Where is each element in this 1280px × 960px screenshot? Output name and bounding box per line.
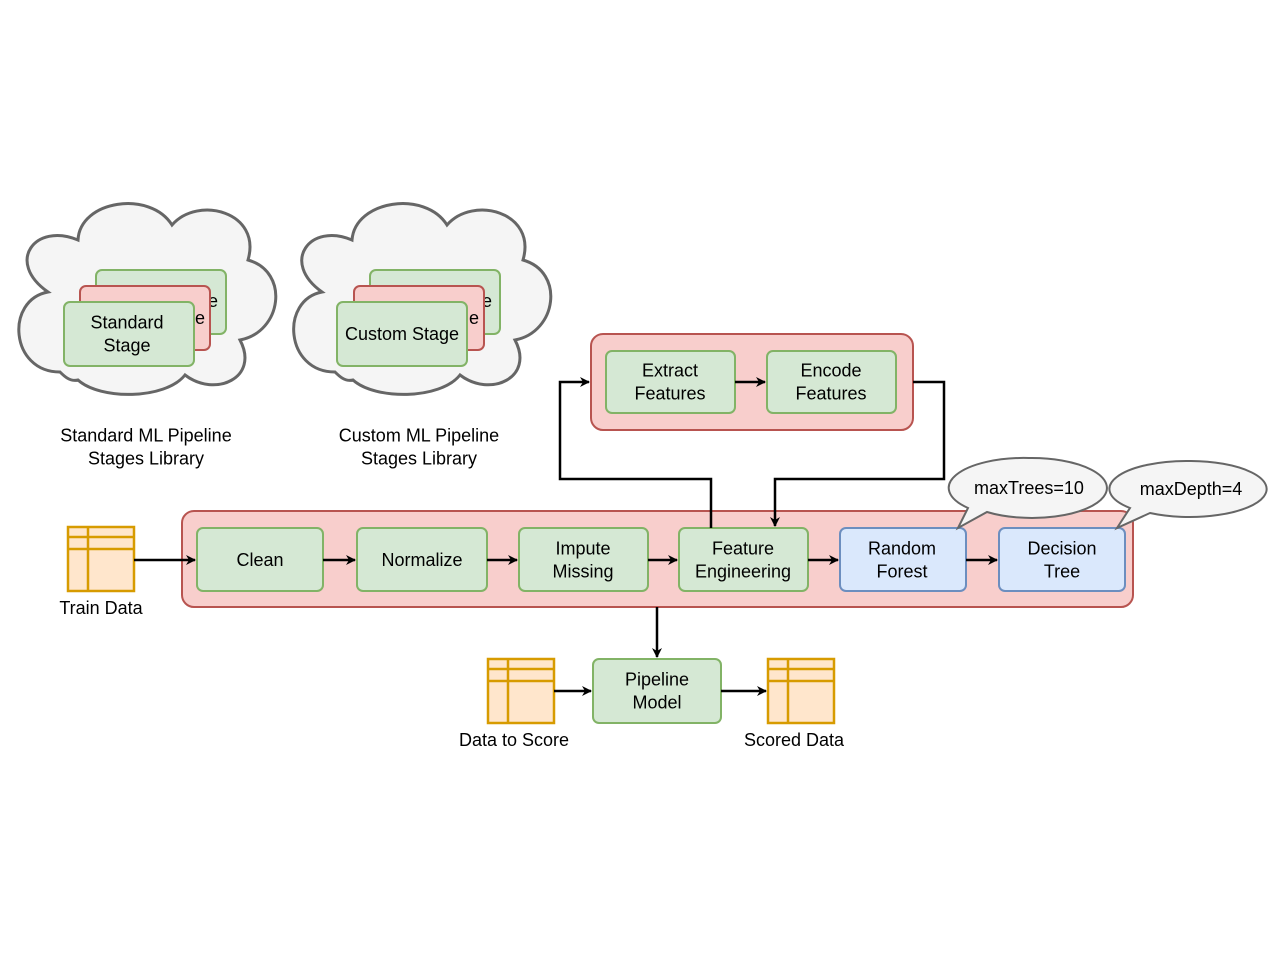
- label-line: Clean: [236, 550, 283, 570]
- arrow-subpipeline-to-feature: [770, 380, 946, 527]
- label-line: Tree: [1044, 562, 1080, 582]
- label-line: Extract: [642, 361, 698, 381]
- train-data-label: Train Data: [59, 598, 143, 618]
- label-line: Engineering: [695, 562, 791, 582]
- max-depth-callout: maxDepth=4: [1108, 459, 1268, 531]
- label-line: Features: [795, 384, 866, 404]
- impute-missing-stage: [518, 527, 649, 592]
- edges: [134, 377, 998, 696]
- callout-bubble: [947, 456, 1108, 531]
- train-data-table-icon: [66, 525, 136, 593]
- data-to-score-table-icon: [486, 657, 556, 725]
- label-line: Impute: [555, 539, 610, 559]
- callout-bubble: [1108, 459, 1268, 531]
- label-line: Random: [868, 539, 936, 559]
- standard-stage-card: [63, 301, 195, 367]
- back-card-red-glyph: e: [195, 308, 205, 328]
- label-line: Features: [634, 384, 705, 404]
- scored-data-table-icon: [766, 657, 836, 725]
- label-line: Standard ML Pipeline: [60, 426, 231, 446]
- label-line: Pipeline: [625, 670, 689, 690]
- label-line: Encode: [800, 361, 861, 381]
- label-line: Forest: [876, 562, 927, 582]
- label-line: Stage: [103, 336, 150, 356]
- arrow-feature-to-subpipeline: [558, 377, 713, 528]
- label-line: Stages Library: [361, 449, 477, 469]
- back-card-green-glyph: e: [482, 291, 492, 311]
- feature-engineering-stage: [678, 527, 809, 592]
- max-trees-text: maxTrees=10: [974, 478, 1084, 498]
- custom-stage-label: Custom Stage: [345, 324, 459, 344]
- label-line: Missing: [552, 562, 613, 582]
- normalize-label: Normalize: [381, 550, 462, 570]
- label-line: Decision: [1027, 539, 1096, 559]
- custom-stage-card: [336, 301, 468, 367]
- label-line: Feature: [712, 539, 774, 559]
- scored-data-label: Scored Data: [744, 730, 845, 750]
- back-card-red-glyph: e: [469, 308, 479, 328]
- max-depth-text: maxDepth=4: [1140, 479, 1243, 499]
- label-line: Normalize: [381, 550, 462, 570]
- max-trees-callout: maxTrees=10: [947, 456, 1108, 531]
- label-line: Stages Library: [88, 449, 204, 469]
- label-line: Standard: [90, 313, 163, 333]
- random-forest-stage: [839, 527, 967, 592]
- back-card-green-glyph: e: [208, 291, 218, 311]
- clean-label: Clean: [236, 550, 283, 570]
- label-line: Custom ML Pipeline: [339, 426, 499, 446]
- decision-tree-stage: [998, 527, 1126, 592]
- label-line: Custom Stage: [345, 324, 459, 344]
- encode-features-stage: [766, 350, 897, 414]
- label-line: Model: [632, 693, 681, 713]
- data-to-score-label: Data to Score: [459, 730, 569, 750]
